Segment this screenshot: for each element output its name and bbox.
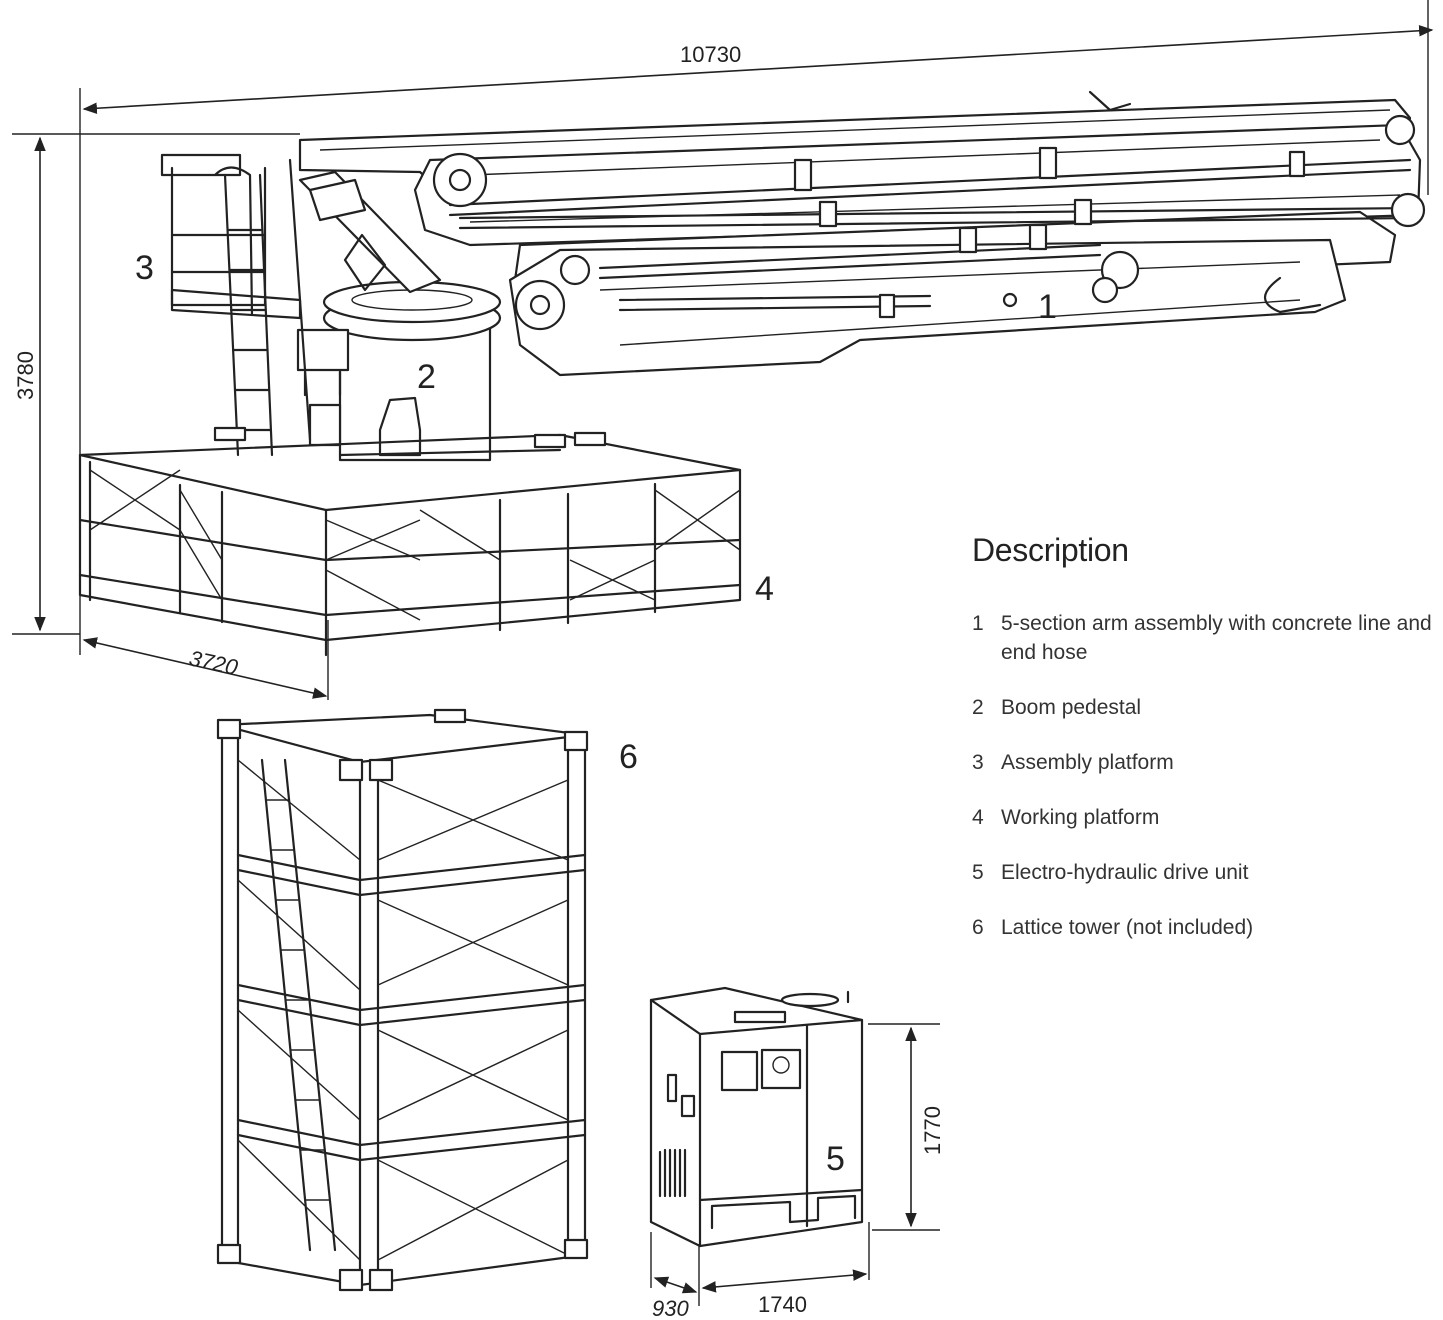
- callout-4: 4: [755, 570, 774, 608]
- dim-label-drive-width: 1740: [758, 1292, 807, 1317]
- boom-arm-drawing: [298, 90, 1426, 377]
- legend-item-text: Boom pedestal: [1001, 696, 1142, 719]
- legend-item-text: Electro-hydraulic drive unit: [1001, 861, 1249, 884]
- legend-item-number: 2: [972, 696, 984, 719]
- legend-item-number: 6: [972, 916, 984, 939]
- dim-label-overall-length: 10730: [680, 42, 741, 67]
- drive-unit-drawing: [649, 986, 864, 1248]
- dim-label-drive-height: 1770: [920, 1106, 945, 1155]
- legend-item-number: 4: [972, 806, 984, 829]
- dim-label-drive-depth: 930: [652, 1296, 689, 1320]
- legend-item: 4 Working platform: [972, 803, 1432, 832]
- legend-item: 5 Electro-hydraulic drive unit: [972, 858, 1432, 887]
- legend-item: 2 Boom pedestal: [972, 693, 1432, 722]
- working-platform-drawing: [78, 426, 742, 657]
- dim-label-overall-height: 3780: [13, 351, 38, 400]
- legend-title: Description: [972, 532, 1129, 568]
- legend-item: 3 Assembly platform: [972, 748, 1432, 777]
- legend-item: 6 Lattice tower (not included): [972, 913, 1432, 942]
- callout-6: 6: [619, 738, 638, 776]
- dimension-drive-height: 1770: [868, 1023, 945, 1231]
- callout-5: 5: [826, 1140, 845, 1178]
- dimension-platform-width: 3720: [82, 620, 329, 700]
- dimension-drive-width: 1740 930: [650, 1222, 870, 1320]
- dim-label-platform-width: 3720: [187, 645, 241, 680]
- legend-item-number: 1: [972, 612, 984, 635]
- legend-item-number: 3: [972, 751, 984, 774]
- legend-item-text: 5-section arm assembly with concrete lin…: [1001, 612, 1432, 664]
- legend-item: 1 5-section arm assembly with concrete l…: [972, 609, 1432, 667]
- lattice-tower-drawing: [216, 708, 589, 1292]
- legend-item-text: Assembly platform: [1001, 751, 1174, 774]
- legend-item-text: Working platform: [1001, 806, 1160, 829]
- callout-2: 2: [417, 358, 436, 396]
- legend-item-number: 5: [972, 861, 984, 884]
- dimension-overall-height: 3780: [12, 133, 300, 635]
- legend-item-text: Lattice tower (not included): [1001, 916, 1254, 939]
- assembly-platform-drawing: [160, 153, 312, 457]
- description-legend: Description 1 5-section arm assembly wit…: [972, 532, 1432, 968]
- callout-3: 3: [135, 249, 154, 287]
- boom-pedestal-drawing: [296, 170, 502, 462]
- callout-1: 1: [1038, 288, 1057, 326]
